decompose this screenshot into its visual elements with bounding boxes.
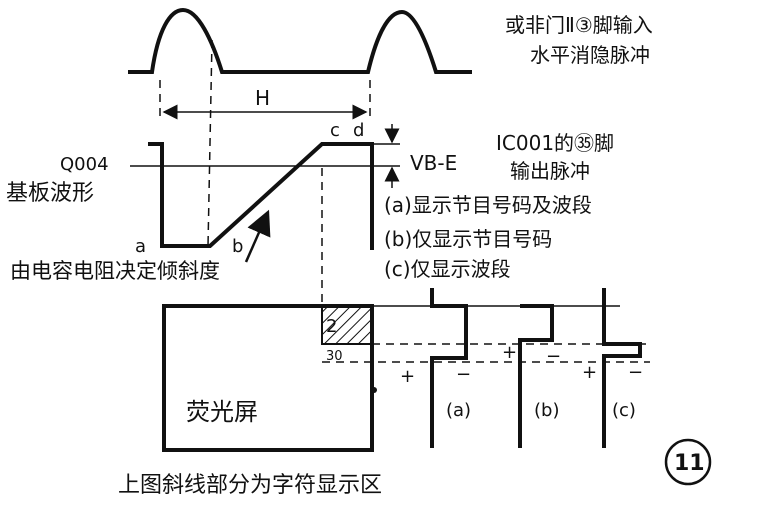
pulse-c-label: (c) (612, 400, 636, 421)
legend-b: (b)仅显示节目号码 (384, 227, 552, 251)
ic-label-line-1: IC001的㉟脚 (496, 131, 614, 155)
base-waveform (148, 142, 374, 250)
figure-number-circle (664, 438, 712, 486)
base-wave-label: 基板波形 (6, 181, 94, 206)
caption: 上图斜线部分为字符显示区 (118, 473, 382, 498)
char-area-num: 2 (326, 316, 337, 337)
ic-label-line-2: 输出脉冲 (510, 159, 590, 183)
legend-a: (a)显示节目号码及波段 (384, 193, 592, 217)
pulse-b-plus: + (502, 342, 517, 363)
slope-label: 由电容电阻决定倾斜度 (10, 259, 220, 283)
q004-label: Q004 (60, 154, 109, 175)
pulse-c-plus: + (582, 362, 597, 383)
blanking-pulse-waveform (128, 7, 472, 74)
pulse-a (430, 288, 468, 448)
title-line-2: 水平消隐脉冲 (530, 43, 650, 67)
h-label: H (255, 86, 270, 110)
fluorescent-screen (162, 304, 374, 452)
slope-pointer (244, 209, 271, 263)
marker-dot (371, 387, 377, 393)
legend-c: (c)仅显示波段 (384, 257, 511, 281)
pulse-b (518, 304, 554, 448)
screen-label: 荧光屏 (186, 398, 258, 426)
pulse-c (602, 288, 642, 448)
point-b: b (232, 236, 243, 257)
char-area-sub: 30 (326, 349, 343, 364)
point-d: d (353, 120, 364, 141)
pulse-a-label: (a) (446, 400, 471, 421)
point-a: a (135, 236, 146, 257)
pulse-b-label: (b) (534, 400, 559, 421)
vbe-label: VB-E (410, 151, 457, 175)
figure-number: 11 (674, 451, 705, 476)
point-c: c (330, 120, 340, 141)
pulse-a-plus: + (400, 366, 415, 387)
pulse-c-minus: − (628, 362, 643, 383)
title-line-1: 或非门Ⅱ③脚输入 (505, 13, 653, 37)
pulse-a-minus: − (456, 364, 471, 385)
pulse-b-minus: − (546, 346, 561, 367)
dash-guide-b (207, 39, 213, 247)
